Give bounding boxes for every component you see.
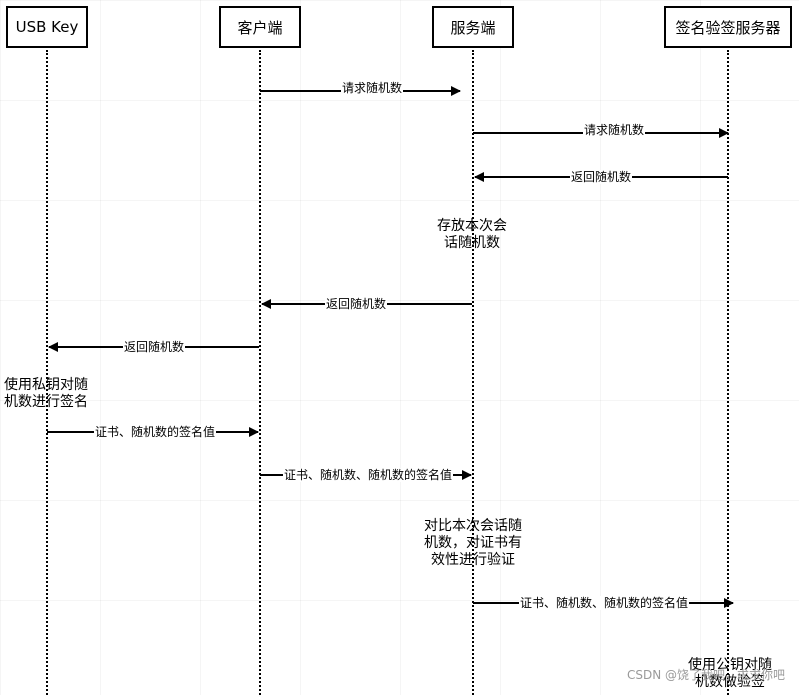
lifeline-client: [259, 50, 261, 695]
note-store-random: 存放本次会 话随机数: [437, 218, 507, 251]
message-label: 返回随机数: [569, 170, 633, 184]
note-verify-cert: 对比本次会话随 机数，对证书有 效性进行验证: [424, 518, 522, 568]
message-label: 证书、随机数、随机数的签名值: [518, 596, 690, 610]
message-label: 请求随机数: [340, 81, 404, 95]
lifeline-server: [472, 50, 474, 695]
participant-server[interactable]: 服务端: [432, 6, 514, 48]
participant-usb-key[interactable]: USB Key: [6, 6, 88, 48]
message-label: 请求随机数: [582, 123, 646, 137]
participant-client[interactable]: 客户端: [219, 6, 301, 48]
message-label: 证书、随机数、随机数的签名值: [282, 468, 454, 482]
message-label: 返回随机数: [122, 340, 186, 354]
note-sign-with-private-key: 使用私钥对随 机数进行签名: [4, 377, 88, 410]
lifeline-usb-key: [46, 50, 48, 695]
participant-sign-server[interactable]: 签名验签服务器: [664, 6, 792, 48]
message-label: 返回随机数: [324, 297, 388, 311]
note-verify-with-public-key: 使用公钥对随 机数做验签: [688, 657, 772, 690]
watermark: CSDN @饶了我吧，求求你吧: [626, 668, 785, 682]
message-label: 证书、随机数的签名值: [93, 425, 217, 439]
lifeline-sign-server: [727, 50, 729, 695]
